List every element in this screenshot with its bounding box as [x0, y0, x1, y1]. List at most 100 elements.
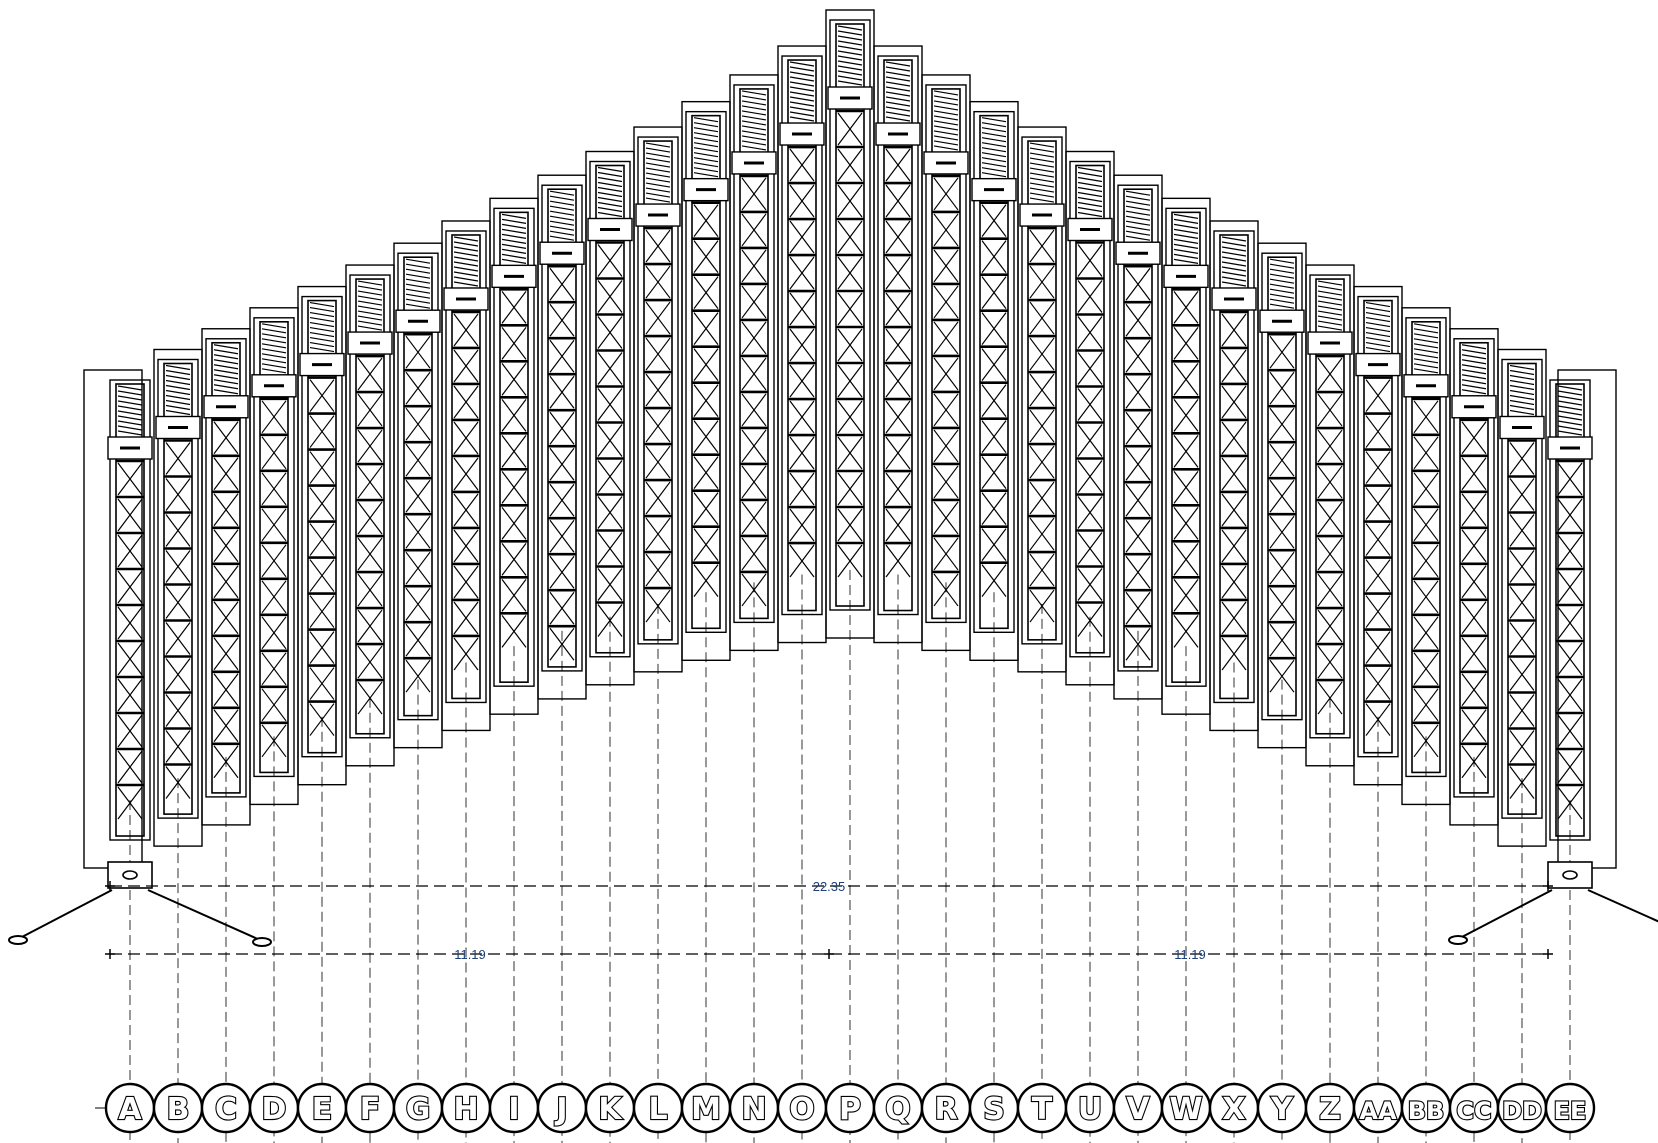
grid-bubble-bb: BB	[1400, 1082, 1452, 1134]
grid-label: EE	[1554, 1097, 1587, 1125]
hatched-cap	[1557, 385, 1583, 436]
grid-bubble-a: A	[104, 1082, 156, 1134]
hatched-cap	[1269, 258, 1295, 309]
grid-bubble-r: R	[920, 1082, 972, 1134]
grid-bubble-x: X	[1208, 1082, 1260, 1134]
hatched-cap	[1125, 190, 1151, 241]
grid-label: P	[839, 1092, 861, 1127]
grid-bubble-p: P	[824, 1082, 876, 1134]
left-support	[8, 861, 272, 947]
hatched-cap	[693, 117, 719, 178]
hatched-cap	[837, 25, 863, 86]
right-support	[1448, 861, 1658, 945]
grid-label: B	[167, 1092, 190, 1127]
dimension-text-overall: 22.35	[813, 879, 846, 894]
grid-bubble-dd: DD	[1496, 1082, 1548, 1134]
dimension-overall: 22.35	[110, 879, 1548, 894]
grid-label: V	[1126, 1092, 1150, 1127]
grid-label: C	[215, 1092, 237, 1127]
grid-bubble-y: Y	[1256, 1082, 1308, 1134]
hatched-cap	[453, 236, 479, 287]
hatched-cap	[1365, 301, 1391, 353]
grid-bubble-c: C	[200, 1082, 252, 1134]
truss-column-e	[299, 295, 345, 758]
hatched-cap	[933, 90, 959, 151]
truss-column-g	[395, 252, 441, 721]
grid-bubble-t: T	[1016, 1082, 1068, 1134]
grid-label: Y	[1270, 1092, 1294, 1127]
grid-bubble-s: S	[968, 1082, 1020, 1134]
grid-bubble-v: V	[1112, 1082, 1164, 1134]
grid-bubble-h: H	[440, 1082, 492, 1134]
grid-label: D	[262, 1092, 287, 1127]
hatched-cap	[789, 61, 815, 122]
hatched-cap	[213, 344, 239, 395]
truss-column-i	[491, 207, 537, 687]
truss-column-q	[875, 55, 921, 616]
hatched-cap	[501, 213, 527, 264]
base-supports	[8, 861, 1658, 947]
grid-label: T	[1032, 1092, 1053, 1127]
hatched-cap	[549, 190, 575, 241]
grid-bubble-m: M	[680, 1082, 732, 1134]
grid-bubble-k: K	[584, 1082, 636, 1134]
hatched-cap	[165, 364, 191, 416]
truss-panels	[107, 19, 1593, 841]
grid-label: S	[983, 1092, 1005, 1127]
truss-column-f	[347, 274, 393, 739]
truss-column-aa	[1355, 295, 1401, 758]
grid-label: W	[1169, 1092, 1202, 1127]
hatched-cap	[645, 142, 671, 203]
grid-label: N	[741, 1092, 766, 1127]
hatched-cap	[1173, 213, 1199, 264]
hatched-cap	[117, 385, 143, 436]
hatched-cap	[885, 61, 911, 122]
outer-frame-outline	[83, 9, 1617, 869]
grid-bubble-z: Z	[1304, 1082, 1356, 1134]
truss-column-ee	[1547, 379, 1593, 841]
hatched-cap	[405, 258, 431, 309]
grid-label: CC	[1456, 1097, 1491, 1125]
hatched-cap	[1509, 364, 1535, 416]
hatched-cap	[1317, 280, 1343, 331]
truss-column-z	[1307, 274, 1353, 739]
hatched-cap	[1221, 236, 1247, 287]
grid-bubble-j: J	[536, 1082, 588, 1134]
hatched-cap	[1413, 323, 1439, 374]
truss-column-j	[539, 184, 585, 672]
dimension-text-left-half: 11.19	[454, 947, 486, 962]
grid-bubble-f: F	[344, 1082, 396, 1134]
grid-label: F	[360, 1092, 381, 1127]
truss-column-t	[1019, 136, 1065, 645]
hatched-cap	[1029, 142, 1055, 203]
truss-column-u	[1067, 160, 1113, 658]
grid-bubble-d: D	[248, 1082, 300, 1134]
grid-label: O	[789, 1092, 815, 1127]
grid-bubble-l: L	[632, 1082, 684, 1134]
grid-bubble-e: E	[296, 1082, 348, 1134]
grid-label: Q	[885, 1092, 911, 1127]
truss-column-d	[251, 317, 297, 778]
grid-label: I	[508, 1092, 519, 1127]
grid-bubble-o: O	[776, 1082, 828, 1134]
grid-label: L	[648, 1092, 667, 1127]
truss-column-n	[731, 84, 777, 624]
hatched-cap	[309, 301, 335, 353]
grid-bubble-w: W	[1160, 1082, 1212, 1134]
truss-column-w	[1163, 207, 1209, 687]
hatched-cap	[261, 323, 287, 374]
dimension-ticks	[105, 881, 1553, 959]
dimension-halves: 11.19 11.19	[110, 947, 1548, 962]
truss-column-m	[683, 110, 729, 633]
grid-label: A	[118, 1092, 142, 1127]
grid-label: K	[598, 1092, 623, 1127]
grid-label: H	[453, 1092, 478, 1127]
grid-label: Z	[1319, 1092, 1341, 1127]
gridlines	[129, 570, 1571, 1143]
hatched-cap	[357, 280, 383, 331]
grid-label: G	[406, 1092, 431, 1127]
truss-column-k	[587, 160, 633, 658]
grid-label: E	[312, 1092, 333, 1127]
